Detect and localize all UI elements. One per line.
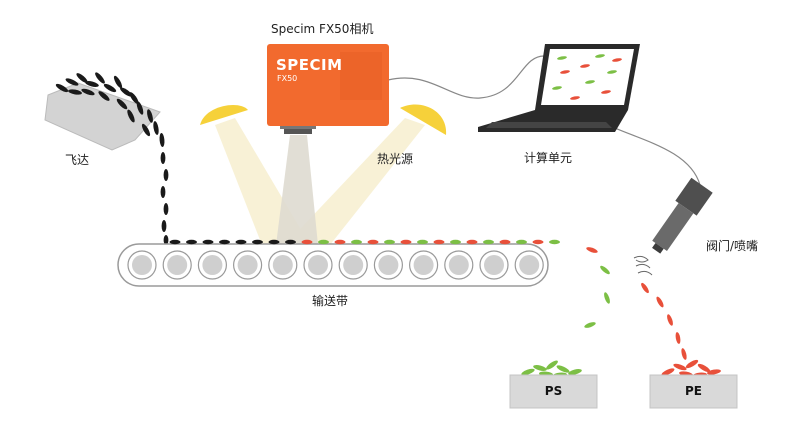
belt-particle — [483, 239, 494, 245]
belt-particle — [301, 239, 313, 245]
belt-particle — [334, 239, 346, 245]
valve-nozzle-icon — [652, 177, 713, 254]
camera-cable — [387, 55, 546, 99]
belt-particle — [268, 239, 280, 245]
computer-label: 计算单元 — [524, 151, 573, 165]
belt-particle — [252, 239, 263, 245]
conveyor-icon — [117, 243, 549, 287]
conveyor-roller-core — [167, 255, 188, 275]
belt-particle — [186, 239, 197, 245]
belt-particle — [450, 239, 461, 245]
belt-particle — [532, 239, 544, 245]
conveyor-roller-core — [519, 255, 540, 275]
belt-particle — [367, 239, 379, 245]
light-beams — [215, 118, 425, 245]
conveyor-roller-core — [237, 255, 258, 275]
hopper-label: 飞达 — [65, 153, 90, 167]
belt-particle — [433, 239, 445, 245]
laptop-icon — [478, 44, 640, 132]
bin-pe-label: PE — [685, 384, 702, 398]
conveyor-roller-core — [132, 255, 152, 275]
belt-particle — [351, 239, 362, 245]
belt-particle — [499, 239, 511, 245]
belt-particle — [318, 239, 329, 245]
camera-field-of-view — [276, 135, 318, 245]
conveyor-roller-core — [448, 255, 469, 275]
right-lamp-beam — [285, 118, 425, 245]
belt-particle — [285, 239, 296, 245]
camera-brand-logo: Specim — [276, 56, 343, 74]
belt-particle — [384, 239, 395, 245]
conveyor-roller-core — [413, 255, 434, 275]
valve-cable — [607, 124, 701, 186]
belt-particles — [169, 239, 560, 245]
left-lamp — [200, 105, 248, 125]
cables — [387, 55, 701, 186]
lamp-icon — [200, 104, 447, 135]
heat-source-label: 热光源 — [377, 152, 414, 166]
falling-particles — [584, 247, 687, 360]
belt-particle — [417, 239, 428, 245]
belt-particle — [235, 239, 247, 245]
belt-particle — [202, 239, 214, 245]
conveyor-roller-core — [272, 255, 293, 275]
bin-ps — [509, 360, 598, 409]
belt-particle — [219, 239, 230, 245]
camera-model-text: FX50 — [277, 74, 298, 83]
valve-label: 阀门/喷嘴 — [706, 239, 759, 253]
hopper-icon — [44, 72, 169, 245]
camera-icon — [267, 44, 389, 134]
belt-particle — [169, 239, 181, 245]
right-lamp — [400, 104, 447, 135]
belt-particle — [400, 239, 412, 245]
belt-particle — [516, 239, 527, 245]
conveyor-label: 输送带 — [312, 294, 349, 308]
belt-particle — [466, 239, 478, 245]
belt-particle — [549, 239, 560, 245]
conveyor-roller-core — [202, 255, 223, 275]
conveyor-roller-core — [484, 255, 504, 275]
bin-pe — [649, 359, 738, 409]
camera-title-label: Specim FX50相机 — [271, 22, 374, 36]
conveyor-roller-core — [343, 255, 364, 275]
air-jet-icon — [633, 255, 653, 276]
bin-ps-label: PS — [544, 384, 563, 398]
conveyor-roller-core — [378, 255, 399, 275]
conveyor-roller-core — [308, 255, 328, 275]
